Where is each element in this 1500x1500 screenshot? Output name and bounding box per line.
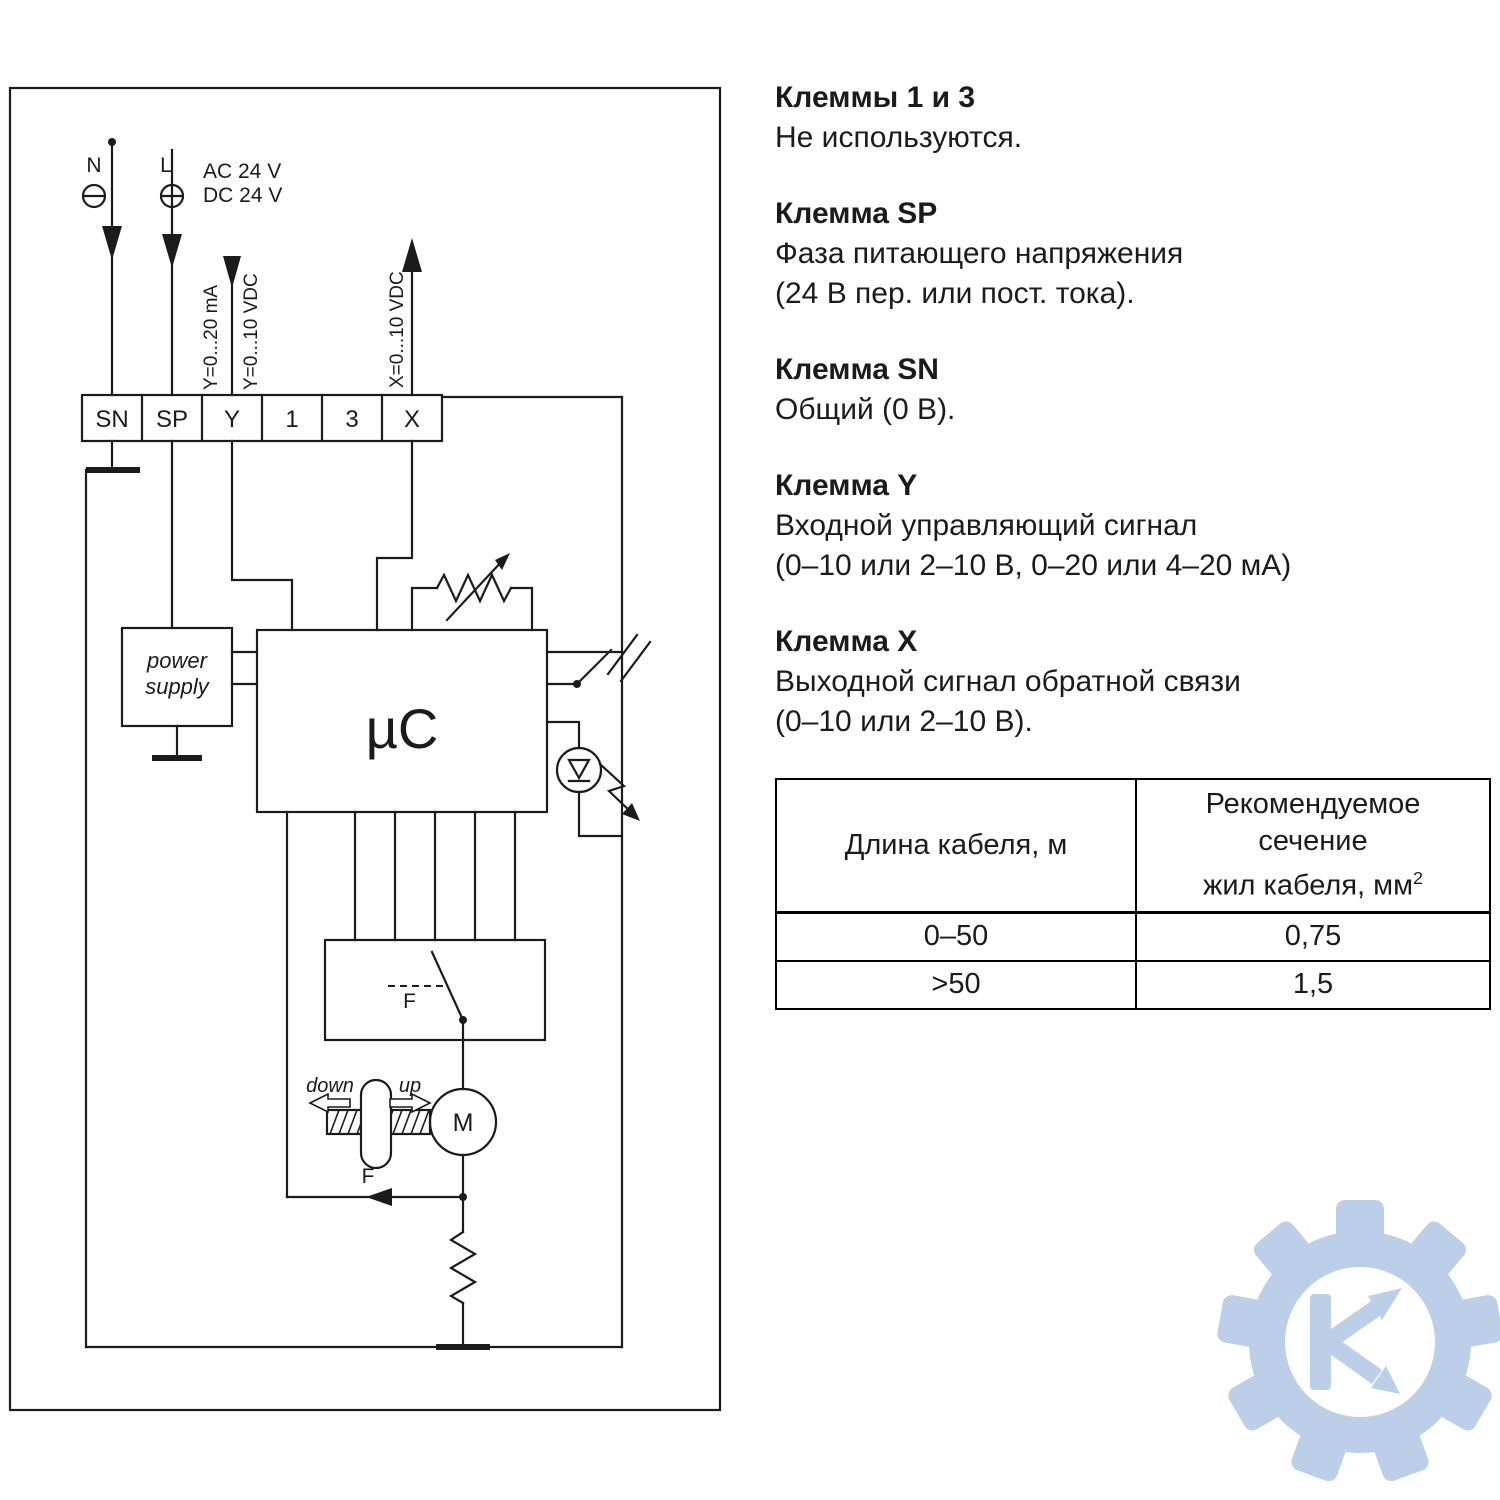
gear-icon — [1217, 1200, 1500, 1482]
table-cell: 0,75 — [1135, 911, 1491, 962]
terminal-1: 1 — [285, 406, 298, 433]
neutral-label: N — [86, 154, 101, 177]
microcontroller: µC — [230, 628, 549, 814]
terminal-sp: SP — [156, 406, 188, 433]
diagram-border — [8, 86, 722, 1412]
table-row: >50 1,5 — [775, 959, 1491, 1010]
cable-table-header-section: Рекомендуемое сечение жил кабеля, мм2 — [1135, 777, 1491, 914]
down-label: down — [306, 1075, 354, 1097]
resistor-symbol — [448, 1230, 478, 1305]
up-label: up — [399, 1075, 421, 1097]
terminal-sn: SN — [95, 406, 128, 433]
potentiometer-symbol — [410, 553, 534, 632]
y-signal-wire — [230, 439, 294, 632]
led-indicator — [545, 720, 640, 838]
gear-nut — [359, 1078, 393, 1170]
up-direction-arrow-icon — [389, 1092, 432, 1114]
terminal-notes-column: Клеммы 1 и 3 Не используются. Клемма SP … — [775, 78, 1491, 1010]
flash-arrow-icon — [598, 762, 636, 817]
cable-table: Длина кабеля, м Рекомендуемое сечение жи… — [775, 777, 1491, 1010]
mode-switch-symbol — [545, 633, 652, 688]
power-supply-label-1: power — [146, 648, 209, 673]
feedback-f-label: F — [362, 1165, 375, 1188]
note-line: Фаза питающего напряжения — [775, 237, 1184, 270]
note-title: Клемма SN — [775, 353, 939, 386]
control-input-y: Y=0...20 mA Y=0...10 VDC — [201, 256, 262, 397]
note-line: Общий (0 В). — [775, 393, 956, 426]
note-line: (24 В пер. или пост. тока). — [775, 277, 1135, 310]
neutral-terminal-icon — [81, 183, 107, 209]
dc-voltage-label: DC 24 V — [203, 184, 282, 207]
led-icon — [555, 746, 603, 794]
note-terminal-sp: Клемма SP Фаза питающего напряжения (24 … — [775, 194, 1491, 314]
left-arrow-icon — [366, 1188, 392, 1206]
supply-input-n: N — [81, 138, 122, 397]
double-line-icon — [606, 633, 652, 683]
note-terminals-1-3: Клеммы 1 и 3 Не используются. — [775, 78, 1491, 158]
note-terminal-x: Клемма X Выходной сигнал обратной связи … — [775, 622, 1491, 742]
wiring-diagram-svg: N L AC 24 V DC 24 V Y=0...20 mA Y=0...10… — [8, 86, 722, 1412]
note-title: Клемма SP — [775, 197, 938, 230]
note-line: Входной управляющий сигнал — [775, 509, 1198, 542]
down-arrow-icon — [162, 234, 182, 268]
note-title: Клеммы 1 и 3 — [775, 81, 976, 114]
k-arrow-icon — [1310, 1288, 1402, 1394]
force-switch-box: F — [323, 938, 547, 1042]
down-direction-arrow-icon — [308, 1092, 351, 1114]
common-bus-wires — [84, 395, 624, 1349]
x-voltage-range-label: X=0...10 VDC — [387, 271, 408, 388]
power-supply-branch: power supply — [120, 439, 234, 761]
y-voltage-range-label: Y=0...10 VDC — [241, 273, 262, 390]
note-line: (0–10 или 2–10 В, 0–20 или 4–20 мА) — [775, 549, 1292, 582]
supply-input-l: L AC 24 V DC 24 V — [159, 148, 282, 397]
table-row: 0–50 0,75 — [775, 911, 1491, 962]
motor-label: M — [453, 1109, 474, 1137]
terminal-block: SN SP Y 1 3 X — [80, 393, 444, 443]
watermark-logo — [1217, 1200, 1500, 1482]
feedback-resistor — [436, 1195, 490, 1350]
switch-blade — [575, 648, 613, 686]
microcontroller-label: µC — [366, 697, 439, 760]
header-sup: 2 — [1413, 868, 1424, 888]
note-title: Клемма X — [775, 625, 918, 658]
note-line: (0–10 или 2–10 В). — [775, 705, 1033, 738]
note-line: Выходной сигнал обратной связи — [775, 665, 1241, 698]
motor-assembly: M down up — [306, 1018, 498, 1170]
terminal-3: 3 — [345, 406, 358, 433]
terminal-x: X — [404, 406, 420, 433]
up-arrow-icon — [402, 238, 422, 272]
adjust-arrow-icon — [495, 553, 510, 570]
sn-ground — [86, 439, 140, 473]
header-line: жил кабеля, мм — [1202, 869, 1414, 902]
power-supply-label-2: supply — [145, 674, 211, 699]
uc-output-wires — [285, 810, 517, 1199]
feedback-output-x: X=0...10 VDC — [387, 238, 422, 397]
header-line: Рекомендуемое сечение — [1205, 788, 1421, 857]
table-cell: 1,5 — [1135, 959, 1491, 1010]
y-current-range-label: Y=0...20 mA — [201, 285, 222, 390]
note-terminal-sn: Клемма SN Общий (0 В). — [775, 350, 1491, 430]
note-terminal-y: Клемма Y Входной управляющий сигнал (0–1… — [775, 466, 1491, 586]
down-arrow-icon — [102, 226, 122, 260]
terminal-y: Y — [224, 406, 240, 433]
switch-blade — [430, 950, 465, 1022]
note-title: Клемма Y — [775, 469, 918, 502]
table-cell: 0–50 — [775, 911, 1137, 962]
line-label: L — [160, 154, 172, 177]
note-line: Не используются. — [775, 121, 1023, 154]
switch-f-label: F — [403, 990, 416, 1013]
ac-voltage-label: AC 24 V — [203, 160, 281, 183]
table-cell: >50 — [775, 959, 1137, 1010]
feedback-path: F — [285, 1153, 467, 1206]
x-signal-wire — [375, 439, 414, 632]
cable-table-header-length: Длина кабеля, м — [775, 777, 1137, 914]
